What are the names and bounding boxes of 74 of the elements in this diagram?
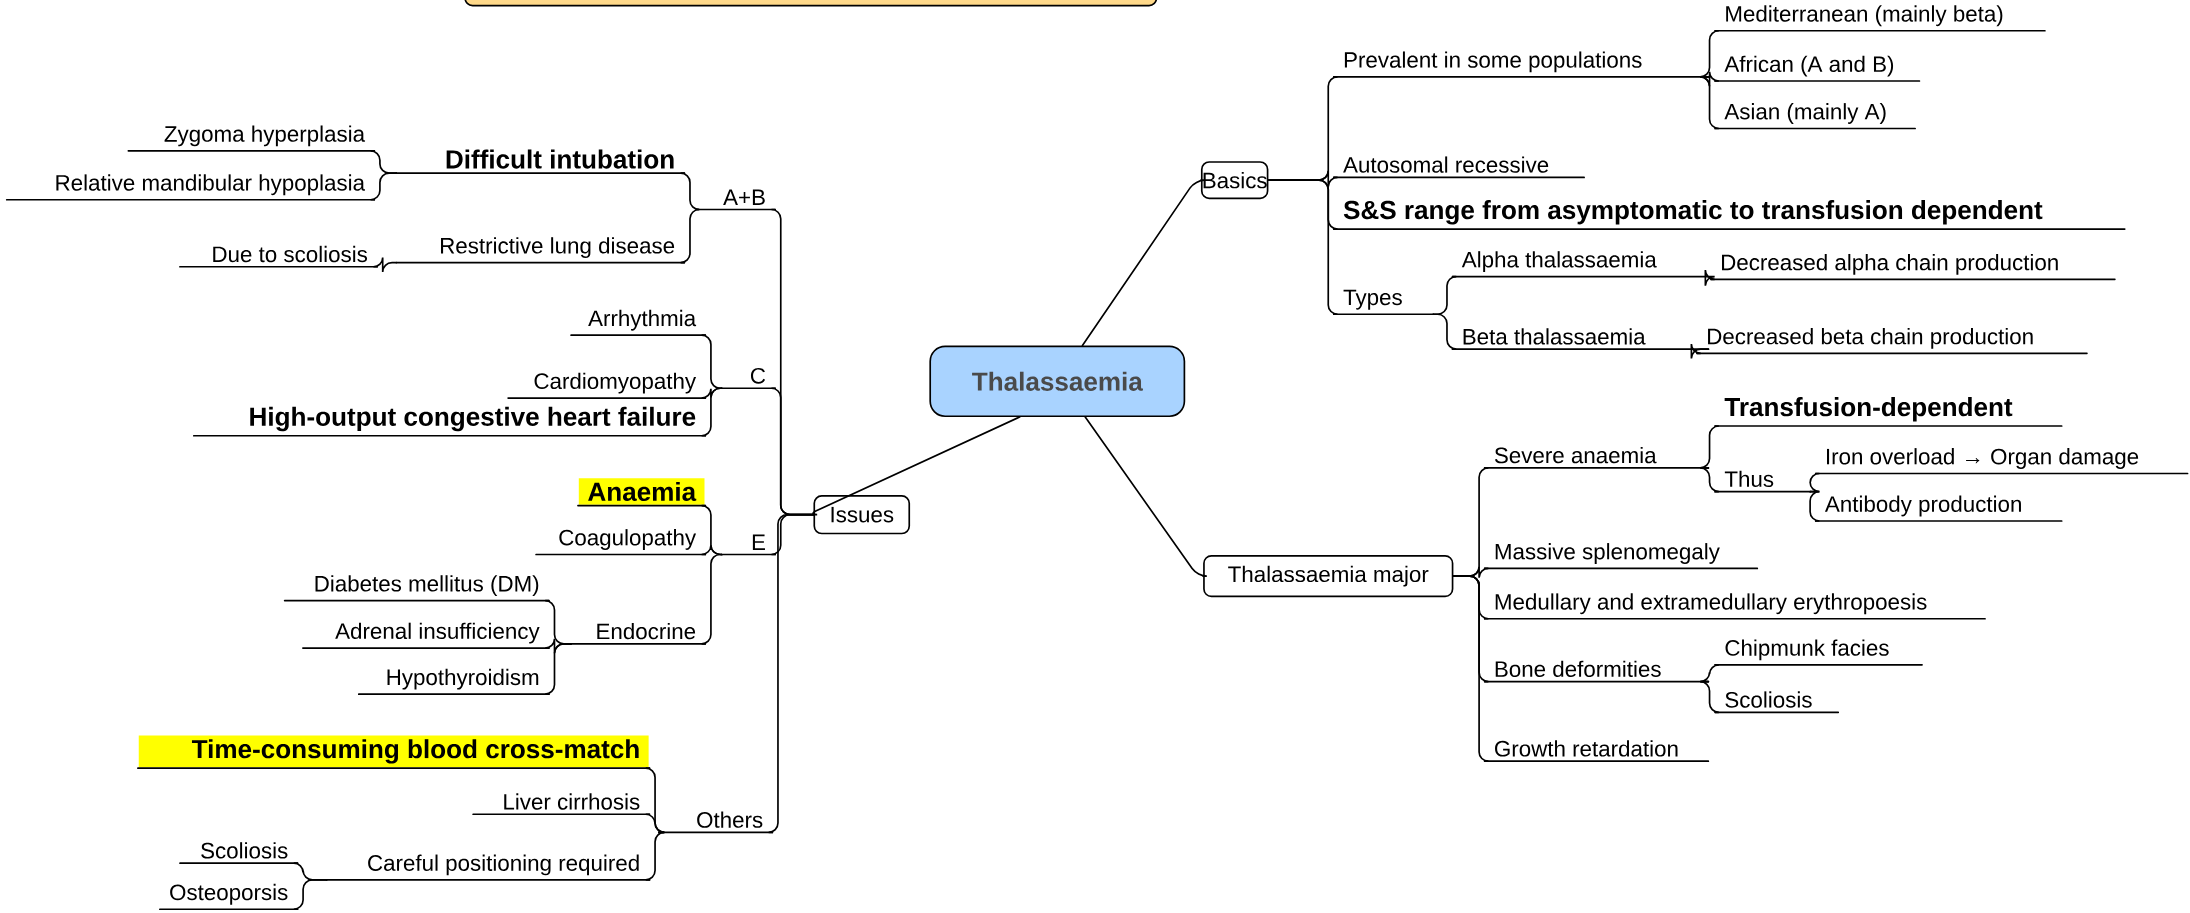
topic-text: Scoliosis xyxy=(1714,691,1840,713)
key-topic-text: S&S range from asymptomatic to transfusion dependent xyxy=(1333,199,2126,230)
branch-line xyxy=(767,513,815,834)
topic-text: Zygoma hyperplasia xyxy=(127,125,376,152)
central-topic-box: Thalassaemia xyxy=(929,345,1186,417)
topic-text: Iron overload → Organ damage xyxy=(1814,447,2189,475)
topic-text: Decreased alpha chain production xyxy=(1710,253,2116,280)
branch-line xyxy=(700,334,723,389)
topic-text: Restrictive lung disease xyxy=(395,237,686,264)
branch-line xyxy=(544,642,572,695)
topic-box: Basics xyxy=(1200,161,1269,199)
topic-text: Scoliosis xyxy=(179,842,299,864)
topic-text: Autosomal recessive xyxy=(1333,156,1585,178)
topic-text: A+B xyxy=(695,189,776,211)
topic-text: Relative mandibular hypoplasia xyxy=(5,174,376,201)
branch-line xyxy=(1699,663,1720,683)
topic-text: Careful positioning required xyxy=(325,854,651,881)
topic-text: Adrenal insufficiency xyxy=(302,622,550,649)
topic-text: Asian (mainly A) xyxy=(1714,102,1916,130)
branch-line xyxy=(372,256,398,273)
topic-text: Thus xyxy=(1714,470,1812,493)
branch-line xyxy=(1699,466,1720,493)
topic-text: Decreased beta chain production xyxy=(1696,327,2088,354)
branch-line xyxy=(1704,269,1716,287)
branch-line xyxy=(679,208,701,264)
topic-text: Due to scoliosis xyxy=(179,245,378,268)
topic-text: Chipmunk facies xyxy=(1714,639,1923,666)
topic-text: Severe anaemia xyxy=(1483,446,1710,469)
branch-line xyxy=(1432,313,1458,350)
branch-line xyxy=(812,416,1021,516)
topic-text: Mediterranean (mainly beta) xyxy=(1714,5,2046,32)
topic-text: Endocrine xyxy=(570,622,707,645)
topic-text: Arrhythmia xyxy=(570,309,707,336)
branch-line xyxy=(1699,75,1720,130)
topic-text: Bone deformities xyxy=(1483,660,1710,683)
topic-text: Coagulopathy xyxy=(535,528,707,556)
branch-line xyxy=(1452,575,1490,762)
topic-text: Diabetes mellitus (DM) xyxy=(283,575,550,602)
topic-text: Medullary and extramedullary erythropoesis xyxy=(1483,593,1986,620)
highlighted-topic-text: Time-consuming blood cross-match xyxy=(137,735,651,769)
highlighted-topic-text: Anaemia xyxy=(577,477,707,507)
key-topic-text: Difficult intubation xyxy=(395,149,686,174)
topic-text: Liver cirrhosis xyxy=(472,793,651,815)
branch-line xyxy=(1809,472,1821,493)
topic-text: Hypothyroidism xyxy=(357,668,550,695)
branch-line xyxy=(1081,179,1206,347)
branch-line xyxy=(1084,416,1208,577)
topic-text: Prevalent in some populations xyxy=(1333,51,1710,78)
branch-line xyxy=(644,813,666,834)
key-topic-text: High-output congestive heart failure xyxy=(192,406,707,437)
topic-text: Growth retardation xyxy=(1483,740,1710,762)
branch-line xyxy=(292,878,328,910)
branch-line xyxy=(1267,179,1339,315)
topic-text: Others xyxy=(658,811,774,834)
branch-line xyxy=(1809,490,1821,522)
branch-line xyxy=(644,831,666,881)
topic-text: Types xyxy=(1333,289,1435,315)
key-topic-text: Transfusion-dependent xyxy=(1714,396,2063,427)
branch-line xyxy=(700,387,723,437)
topic-text: Cardiomyopathy xyxy=(507,372,707,399)
branch-line xyxy=(1690,343,1710,360)
topic-text: Osteoporsis xyxy=(159,883,299,910)
topic-box: Thalassaemia major xyxy=(1203,554,1454,598)
branch-line xyxy=(700,553,723,645)
topic-text: C xyxy=(720,367,776,389)
branch-line xyxy=(1699,680,1720,713)
branch-line xyxy=(679,172,701,211)
topic-text: African (A and B) xyxy=(1714,55,1921,82)
topic-text: Massive splenomegaly xyxy=(1483,542,1759,570)
branch-line xyxy=(369,172,398,201)
topic-text: Alpha thalassaemia xyxy=(1451,250,1710,278)
topic-box: Issues xyxy=(813,494,911,535)
topic-text: Antibody production xyxy=(1814,495,2063,522)
topic-text: E xyxy=(720,534,776,556)
